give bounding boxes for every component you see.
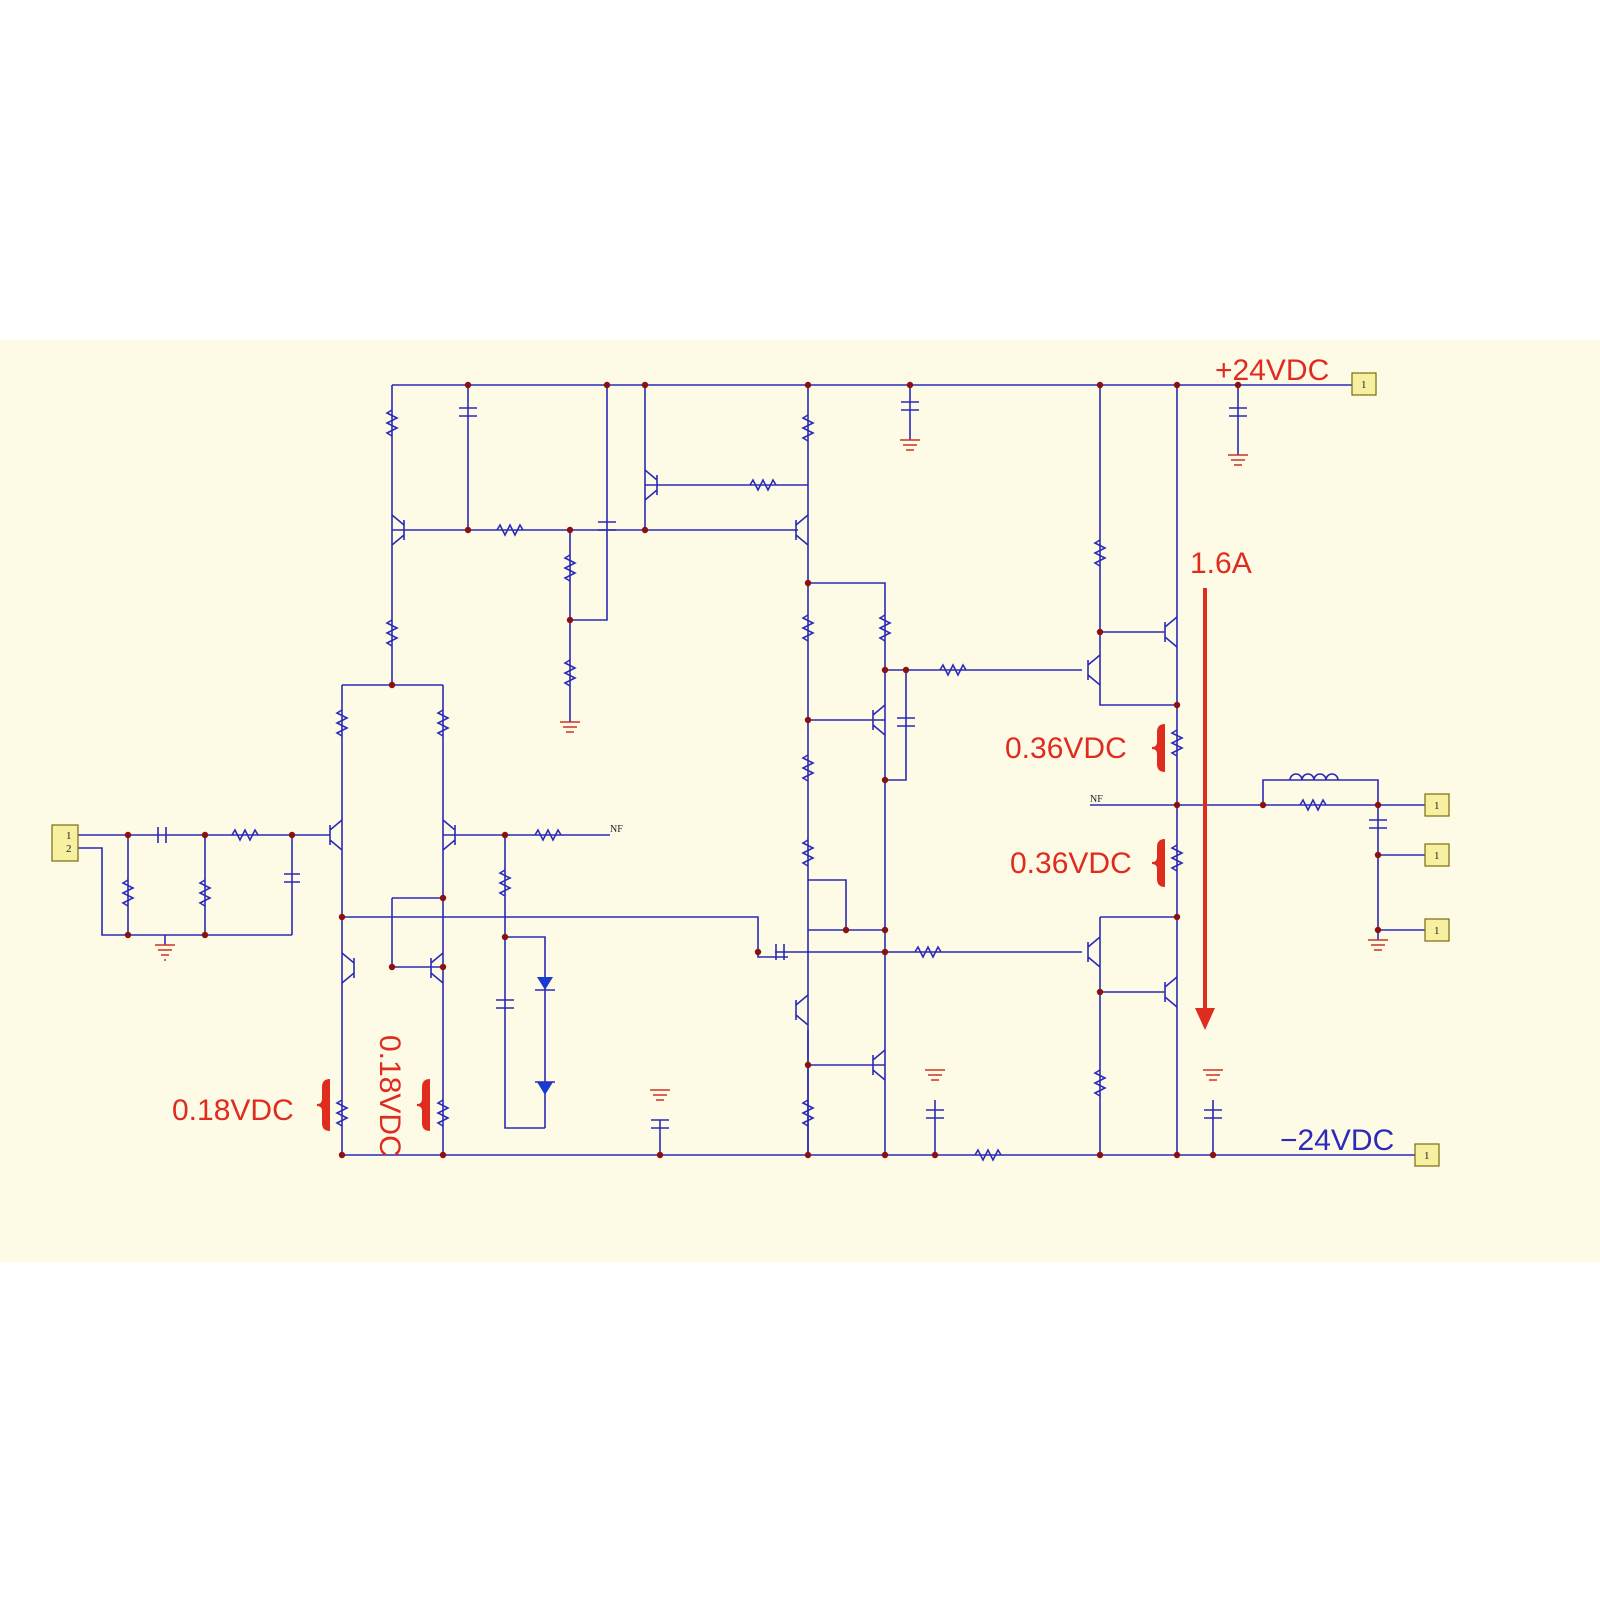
current-arrow: [1195, 588, 1215, 1030]
inductor: [1289, 773, 1339, 781]
text-labels: NF NF +24VDC −24VDC 1.6A 0.36VDC 0.36VDC…: [172, 354, 1394, 1157]
connectors: 1 2 1 1 1 1 1: [51, 372, 1450, 1167]
input-connector-pin1: 1: [66, 830, 72, 842]
output-connector-2-pin: 1: [1434, 850, 1440, 862]
vminus-label: −24VDC: [1280, 1124, 1394, 1157]
transistors: [329, 469, 1178, 1081]
voltage-braces: [316, 724, 1166, 1131]
panel-background: [0, 340, 1600, 1262]
resistors: [121, 409, 1327, 1162]
capacitors: [157, 401, 1387, 1129]
tail-voltage-right-label: 0.18VDC: [373, 1035, 406, 1157]
nf-input-net-label: NF: [610, 824, 623, 835]
current-label: 1.6A: [1190, 547, 1252, 580]
output-connector-1-pin: 1: [1434, 800, 1440, 812]
schematic-panel: 1 2 1 1 1 1 1 NF NF +24VDC −24VDC 1.6A 0…: [0, 340, 1600, 1262]
junctions: [124, 381, 1382, 1159]
emitter-voltage-top-label: 0.36VDC: [1005, 732, 1127, 765]
output-connector-3-pin: 1: [1434, 925, 1440, 937]
emitter-voltage-bottom-label: 0.36VDC: [1010, 847, 1132, 880]
ground-symbols: [155, 439, 1388, 1101]
tail-voltage-left-label: 0.18VDC: [172, 1094, 294, 1127]
amplifier-schematic: 1 2 1 1 1 1 1 NF NF +24VDC −24VDC 1.6A 0…: [0, 340, 1600, 1262]
zener-diodes: [535, 977, 555, 1095]
vplus-label: +24VDC: [1215, 354, 1329, 387]
vplus-connector-pin: 1: [1361, 379, 1367, 391]
input-connector-pin2: 2: [66, 843, 72, 855]
vminus-connector-pin: 1: [1424, 1150, 1430, 1162]
nf-output-net-label: NF: [1090, 794, 1103, 805]
